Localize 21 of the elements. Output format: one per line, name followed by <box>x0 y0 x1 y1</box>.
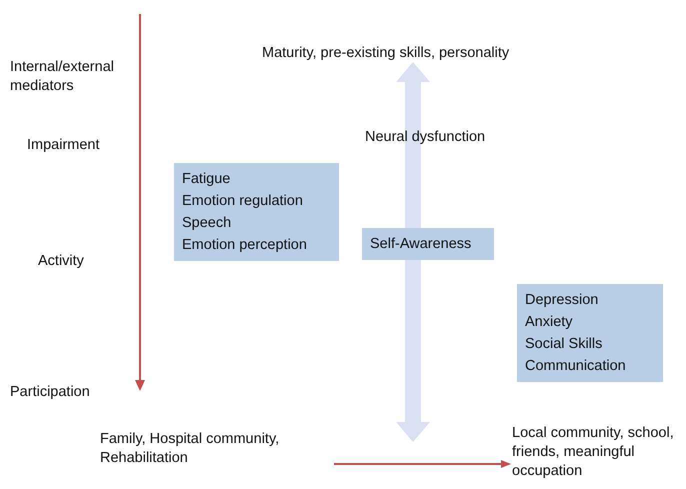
axis-label: Maturity, pre-existing skills, personality <box>262 44 510 63</box>
axis-label: Neural dysfunction <box>365 128 486 147</box>
list-item: Emotion perception <box>182 236 308 255</box>
list-item: Self-Awareness <box>370 235 472 254</box>
text-box <box>517 284 663 382</box>
axis-label: Internal/external mediators <box>10 58 115 96</box>
list-item: Depression <box>525 291 600 310</box>
setting-text: Family, Hospital community, Rehabilitation <box>100 430 332 468</box>
text-box <box>174 163 339 261</box>
arrow <box>334 460 511 468</box>
list-item: Communication <box>525 357 627 376</box>
list-item: Social Skills <box>525 335 604 354</box>
list-item: Speech <box>182 214 232 233</box>
axis-label: Participation <box>10 383 91 402</box>
text-box <box>362 228 494 260</box>
list-item: Fatigue <box>182 170 232 189</box>
list-item: Anxiety <box>525 313 574 332</box>
setting-text: Local community, school, friends, meaningful occupation <box>512 424 686 481</box>
list-item: Emotion regulation <box>182 192 304 211</box>
axis-label: Impairment <box>27 136 101 155</box>
axis-label: Activity <box>38 252 85 271</box>
